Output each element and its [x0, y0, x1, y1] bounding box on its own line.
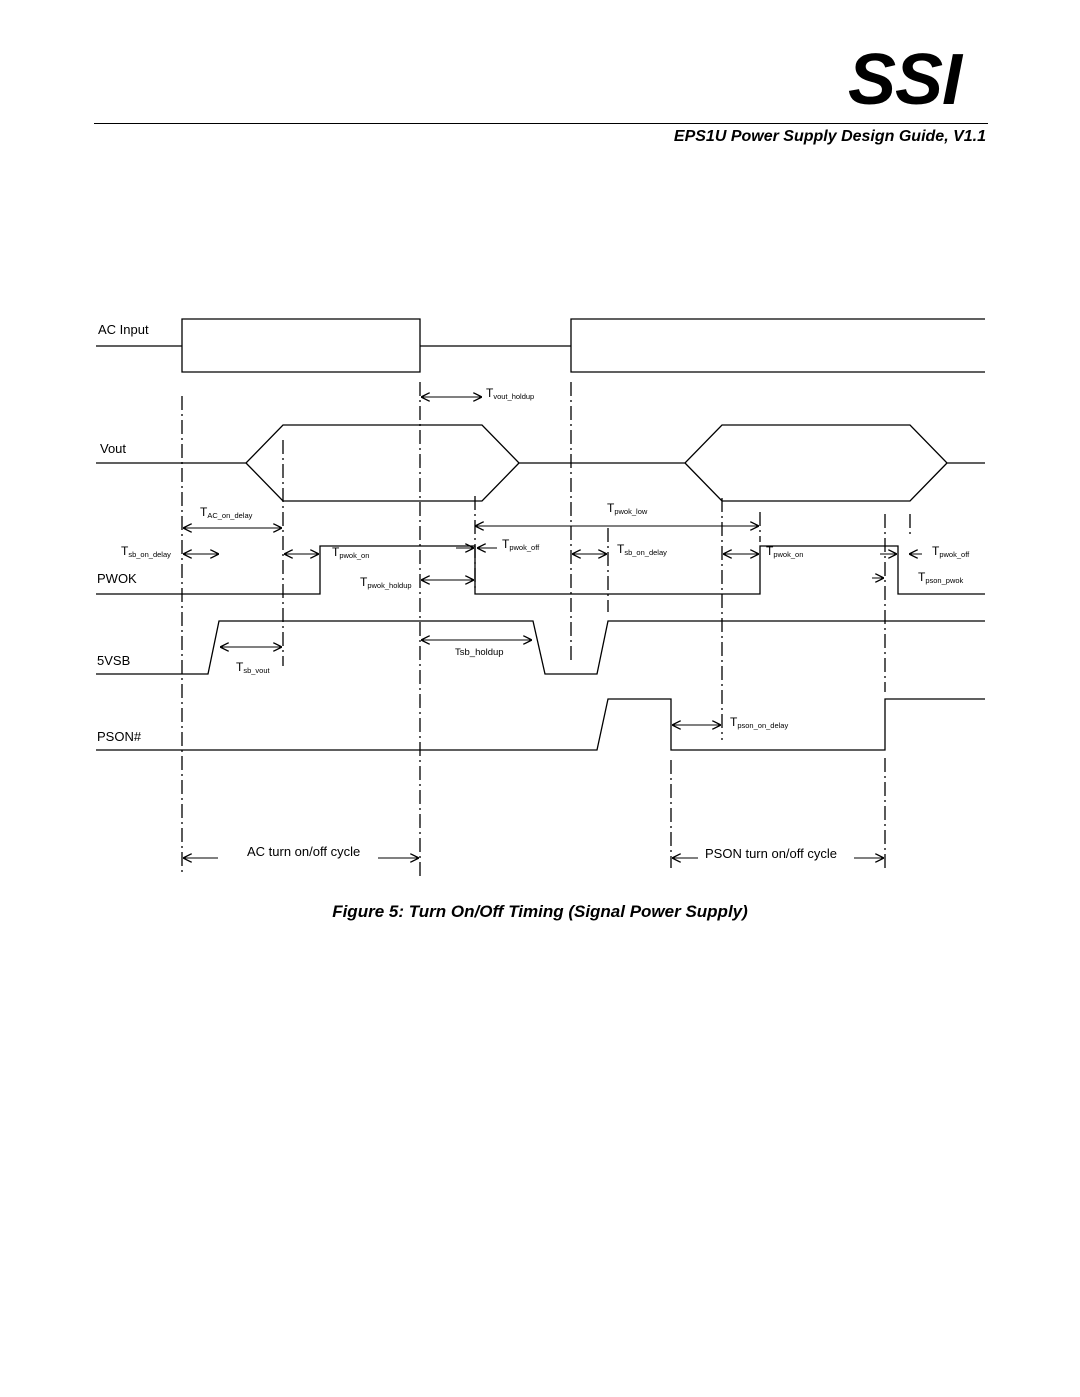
- document-subtitle: EPS1U Power Supply Design Guide, V1.1: [673, 128, 986, 145]
- vout-waveform: [96, 424, 985, 502]
- t-pwok-off-label-2: Tpwok_off: [932, 544, 970, 559]
- t-pson-pwok-label: Tpson_pwok: [918, 570, 964, 585]
- ssi-logo: SSI: [848, 40, 962, 120]
- pwok-waveform: [96, 545, 985, 595]
- t-sb-on-delay-label-1: Tsb_on_delay: [121, 544, 171, 559]
- t-pwok-on-label-2: Tpwok_on: [766, 544, 803, 559]
- pson-waveform: [96, 698, 985, 751]
- t-sb-on-delay-label-2: Tsb_on_delay: [617, 542, 667, 557]
- t-vout-holdup-label: Tvout_holdup: [486, 386, 534, 401]
- t-pwok-on-label-1: Tpwok_on: [332, 545, 369, 560]
- ac-input-waveform: [96, 318, 985, 373]
- ac-cycle-label: AC turn on/off cycle: [247, 844, 360, 859]
- figure-caption: Figure 5: Turn On/Off Timing (Signal Pow…: [332, 902, 748, 921]
- vout-label: Vout: [100, 441, 126, 456]
- pson-cycle-label: PSON turn on/off cycle: [705, 846, 837, 861]
- 5vsb-label: 5VSB: [97, 653, 130, 668]
- pson-label: PSON#: [97, 729, 142, 744]
- t-pson-on-delay-label: Tpson_on_delay: [730, 715, 788, 730]
- pwok-label: PWOK: [97, 571, 137, 586]
- t-sb-vout-label: Tsb_vout: [236, 660, 271, 675]
- t-pwok-holdup-label: Tpwok_holdup: [360, 575, 412, 590]
- ac-input-label: AC Input: [98, 322, 149, 337]
- t-ac-on-delay-label: TAC_on_delay: [200, 505, 253, 520]
- 5vsb-waveform: [96, 620, 985, 675]
- header-rule: [94, 123, 988, 124]
- t-sb-holdup-label: Tsb_holdup: [455, 647, 504, 658]
- t-pwok-off-label-1: Tpwok_off: [502, 537, 540, 552]
- t-pwok-low-label: Tpwok_low: [607, 501, 648, 516]
